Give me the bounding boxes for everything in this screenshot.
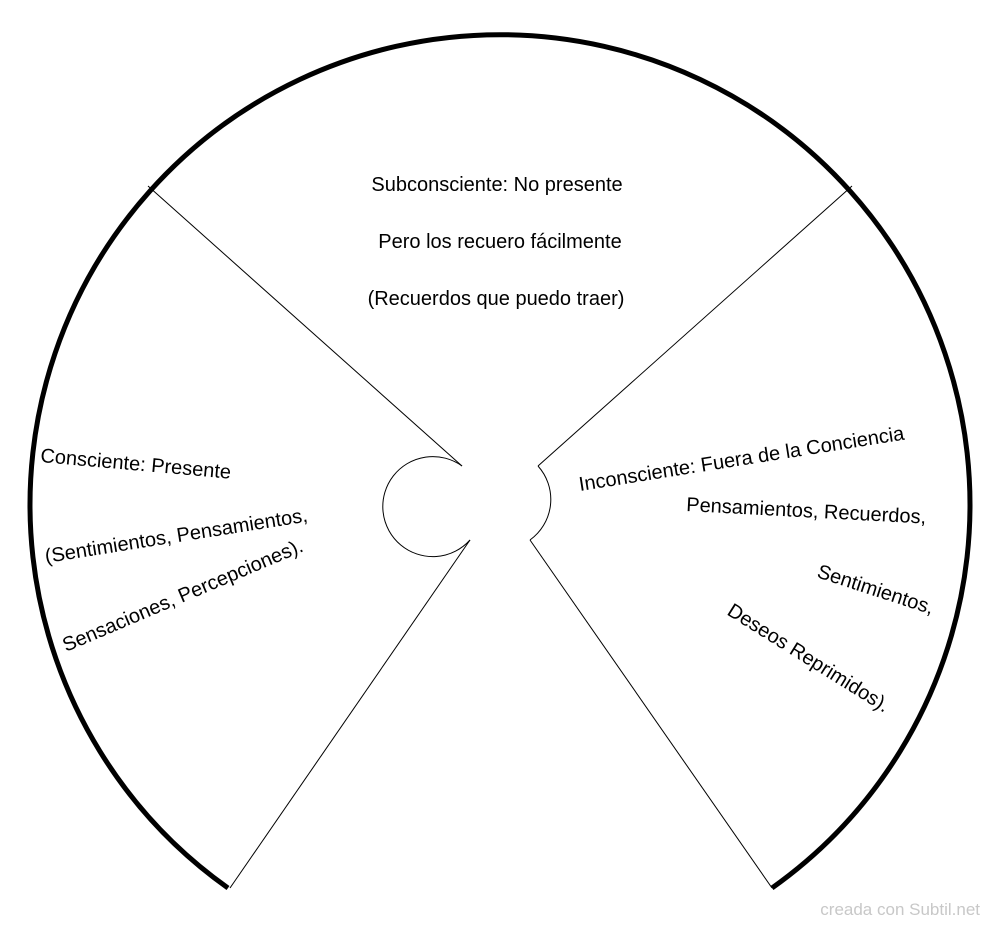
inconsciente-title: Inconsciente: Fuera de la Conciencia	[577, 423, 906, 496]
center-arc-right	[529, 465, 552, 541]
section-inconsciente: Inconsciente: Fuera de la Conciencia Pen…	[577, 423, 936, 718]
inconsciente-line-4: Deseos Reprimidos).	[723, 600, 893, 718]
divider-lower-right	[529, 539, 773, 889]
subconsciente-line-2: Pero los recuero fácilmente	[378, 231, 621, 253]
subconsciente-line-3: (Recuerdos que puedo traer)	[368, 288, 625, 310]
inconsciente-line-2: Pensamientos, Recuerdos,	[686, 494, 927, 529]
divider-upper-left	[147, 185, 463, 467]
watermark-text: creada con Subtil.net	[820, 900, 980, 919]
divider-lower-left	[229, 539, 471, 889]
outer-arc	[27, 32, 973, 891]
section-subconsciente: Subconsciente: No presente Pero los recu…	[368, 174, 625, 310]
center-arc	[382, 456, 471, 558]
consciente-title: Consciente: Presente	[40, 445, 232, 484]
inconsciente-line-3: Sentimientos,	[814, 561, 936, 619]
subconsciente-title: Subconsciente: No presente	[371, 174, 622, 196]
divider-upper-right	[537, 185, 853, 467]
section-consciente: Consciente: Presente (Sentimientos, Pens…	[40, 445, 310, 657]
